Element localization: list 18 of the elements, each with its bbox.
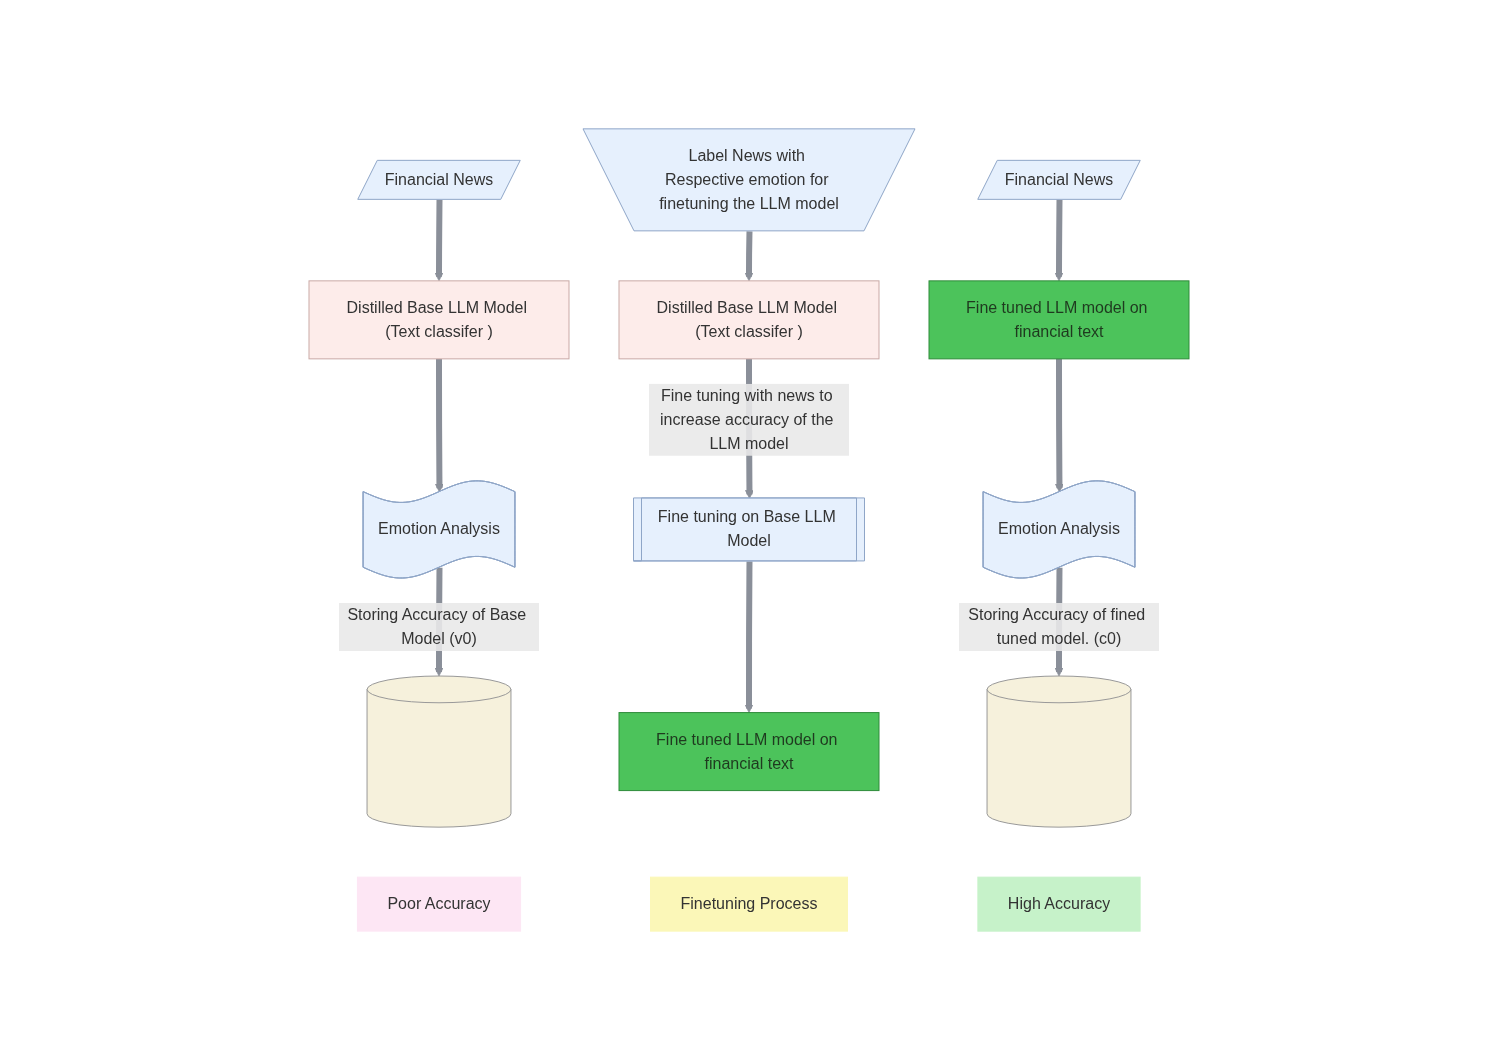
arrow	[1054, 199, 1064, 282]
edge-label: Storing Accuracy of fined tuned model. (c0)	[968, 606, 1146, 648]
node-box: Distilled Base LLM Model (Text classifer )	[308, 280, 570, 360]
arrow	[435, 358, 444, 493]
arrow	[434, 199, 444, 282]
edge-label: Storing Accuracy of Base Model (v0)	[347, 606, 527, 648]
node-cylinder	[986, 675, 1132, 828]
edge-label: Fine tuning with news to increase accuracy of the LLM model	[660, 386, 834, 452]
node-box: Finetuning Process	[650, 876, 848, 932]
node-cylinder	[366, 675, 512, 828]
arrow	[744, 561, 754, 713]
node-box: Fine tuned LLM model on financial text	[928, 280, 1190, 360]
node-box: High Accuracy	[977, 876, 1141, 932]
node-box: Fine tuned LLM model on financial text	[618, 712, 880, 792]
arrow	[1055, 358, 1064, 493]
node-box: Poor Accuracy	[356, 876, 522, 932]
arrow	[744, 231, 754, 282]
node-box: Distilled Base LLM Model (Text classifer )	[618, 280, 880, 360]
